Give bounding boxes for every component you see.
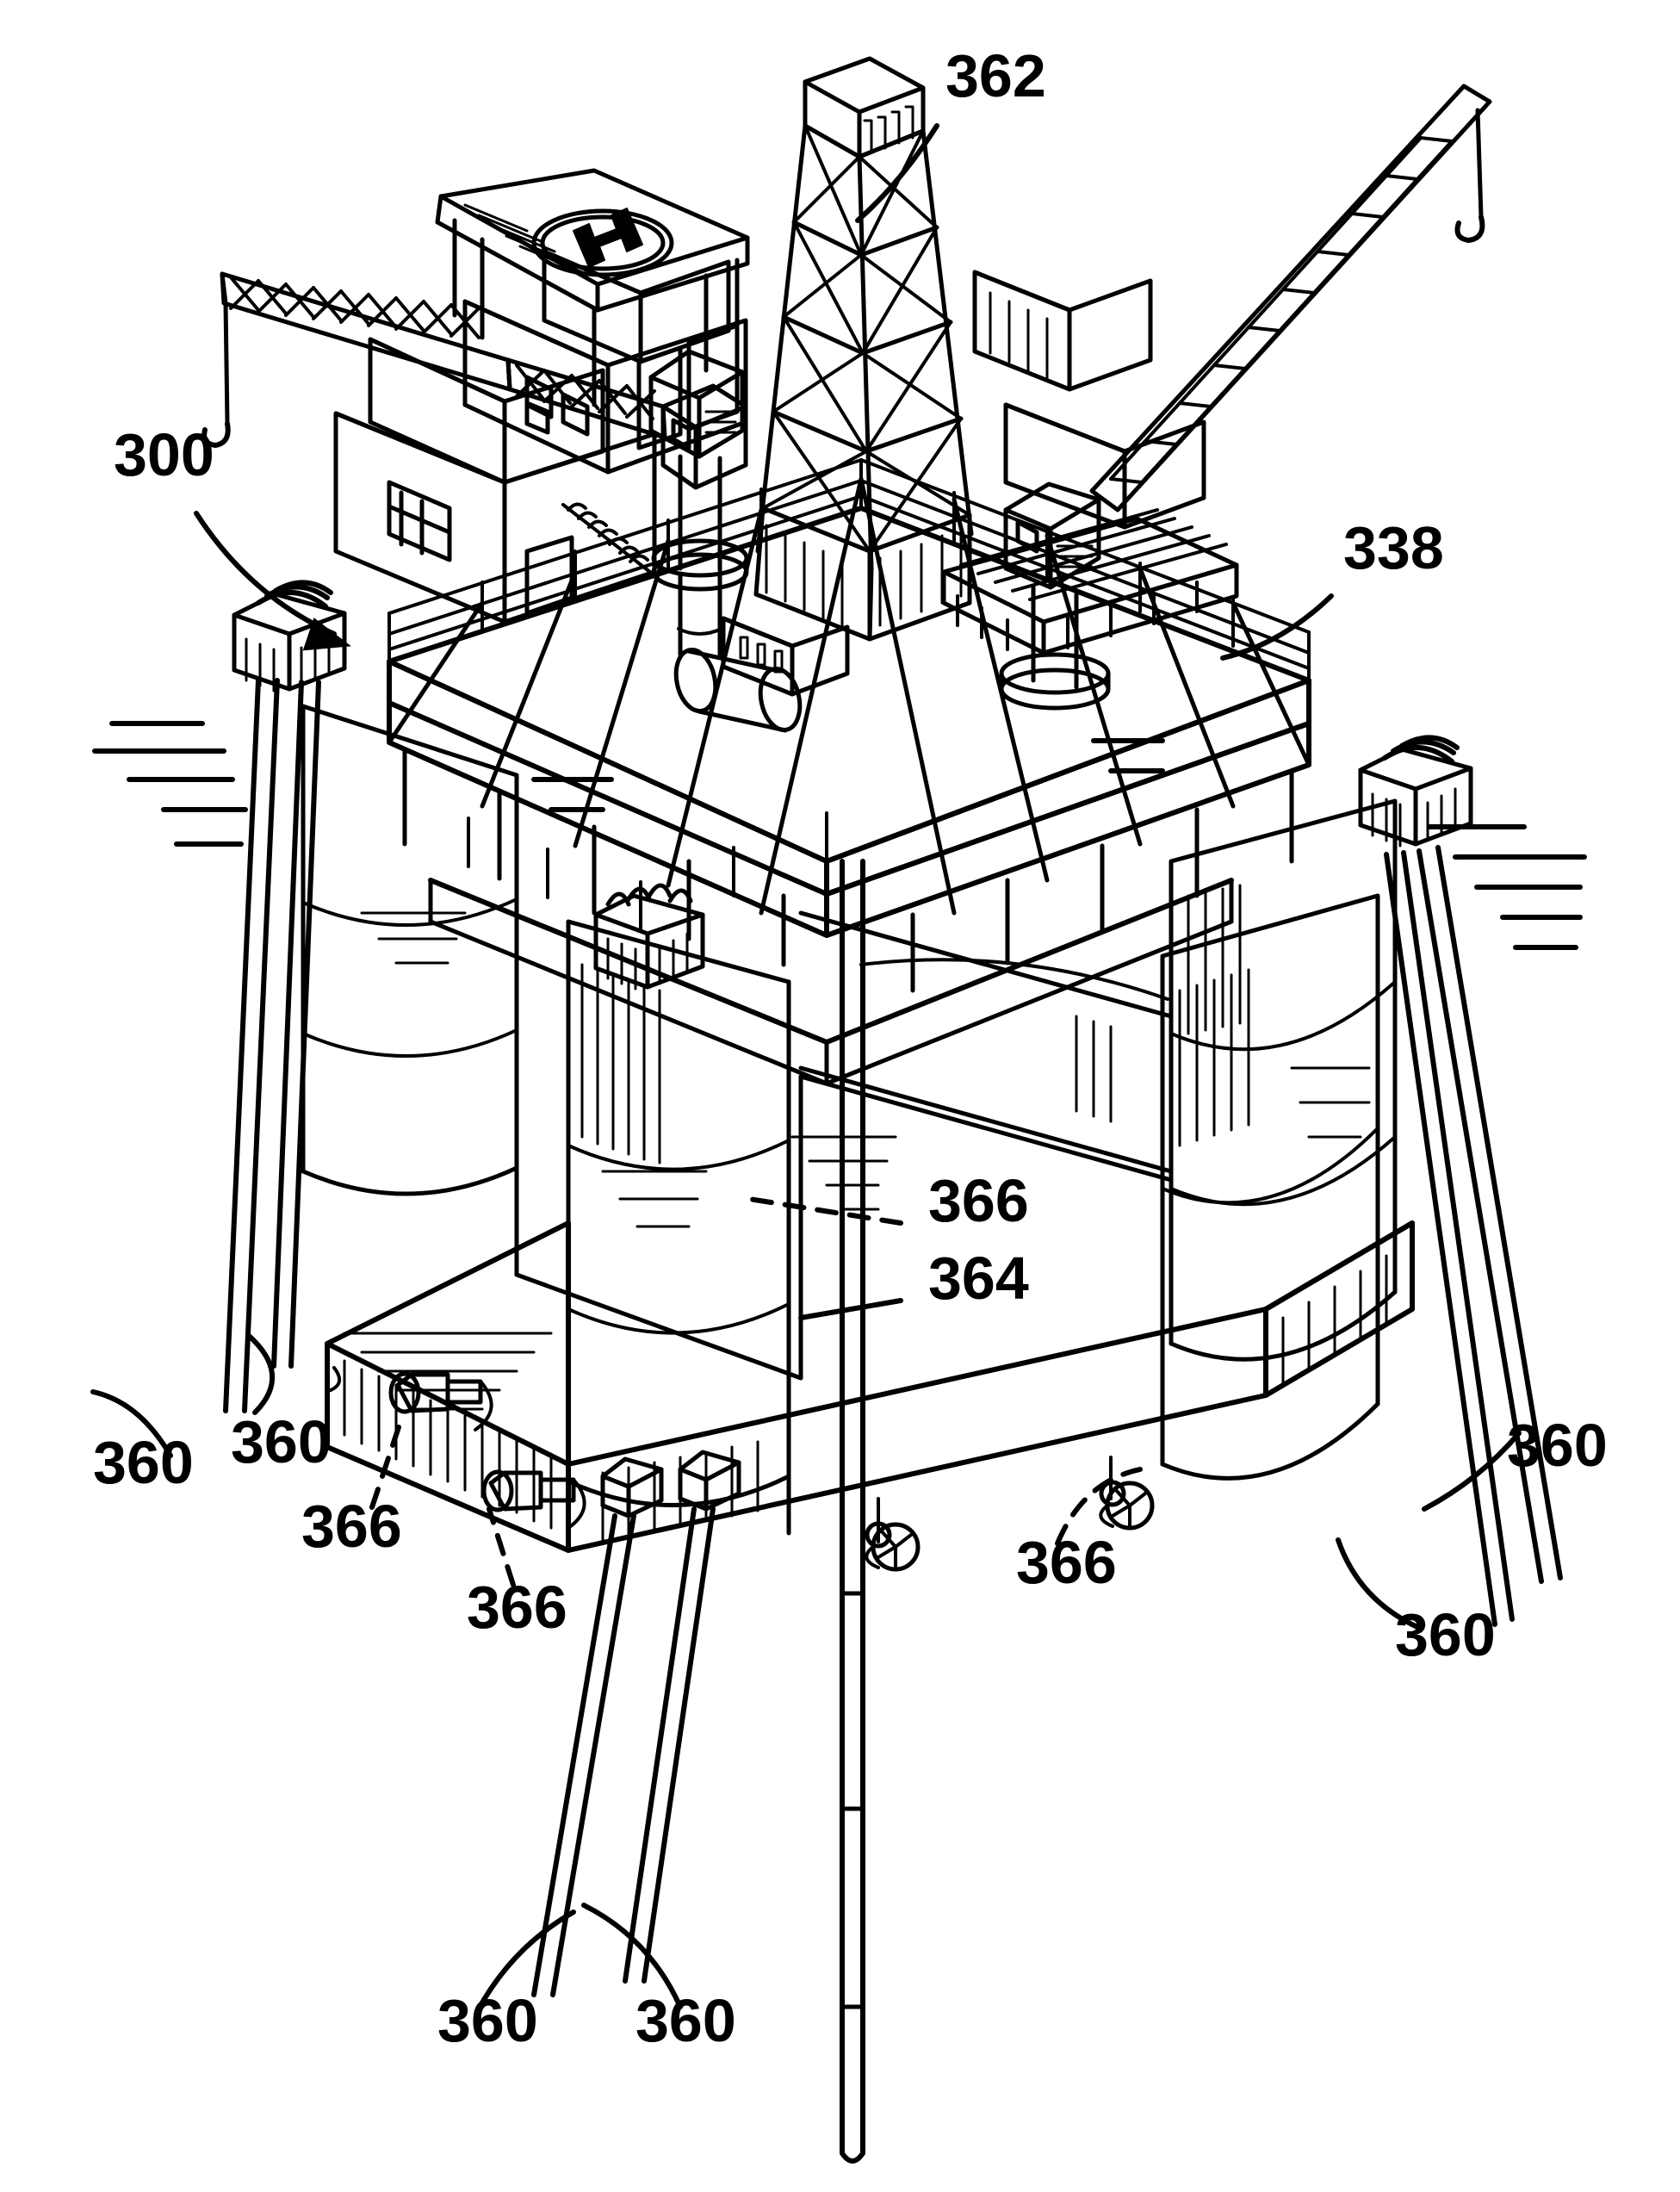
thruster-b (481, 1469, 586, 1530)
numeral-360-d: 360 (1395, 1601, 1496, 1668)
leader-366b (369, 1412, 406, 1510)
mooring-line-bottom-b (623, 1506, 716, 1984)
crane-left-hoist-line (223, 301, 230, 426)
leader-360c (1422, 1431, 1522, 1512)
leader-364 (798, 1298, 903, 1320)
numeral-366-c: 366 (467, 1574, 567, 1641)
numeral-360-e: 360 (437, 1987, 538, 2054)
mooring-line-left-b (271, 680, 321, 1369)
thruster-a (388, 1371, 493, 1431)
drilling-riser (840, 859, 865, 2164)
numeral-360-c: 360 (1507, 1412, 1608, 1479)
thruster-e (329, 1366, 341, 1392)
leader-360e (476, 1909, 576, 2011)
numeral-366-a: 366 (928, 1167, 1029, 1234)
deck-truss (387, 476, 1311, 1086)
deck-tank (673, 647, 803, 733)
leader-366a (747, 1196, 903, 1226)
leader-360d (1336, 1537, 1422, 1630)
mooring-lines (223, 678, 1563, 1997)
deck-modules (333, 249, 1206, 733)
mooring-line-left-a (223, 678, 280, 1413)
thruster-d (1099, 1456, 1155, 1531)
leader-360f (581, 1903, 683, 2009)
leader-366d (1055, 1467, 1143, 1546)
numeral-300: 300 (114, 421, 214, 488)
crane-right-hoist-line (1475, 108, 1484, 220)
fairlead-middle (593, 883, 705, 990)
numeral-360-f: 360 (635, 1987, 736, 2054)
numeral-338: 338 (1343, 514, 1444, 581)
leader-366c (487, 1506, 516, 1587)
numeral-360-a: 360 (93, 1429, 194, 1496)
reference-numeral-labels: 300 362 338 366 364 360 360 366 366 366 … (93, 42, 1608, 2054)
numeral-366-d: 366 (1016, 1529, 1117, 1596)
numeral-364: 364 (928, 1245, 1029, 1312)
numeral-366-b: 366 (301, 1493, 402, 1560)
fairlead-pontoon-pair (600, 1450, 741, 1518)
mooring-line-right-b (1384, 850, 1515, 1627)
leader-362 (855, 123, 939, 223)
pipe-rack (941, 508, 1239, 655)
fairlead-left (232, 580, 347, 692)
leader-338 (1220, 593, 1334, 661)
thrusters (329, 1366, 1155, 1572)
leader-360b (245, 1332, 276, 1415)
column-front-right (1160, 893, 1380, 1481)
crane-left-hook (201, 421, 231, 448)
leader-lines-dashed (369, 1196, 1143, 1587)
numeral-360-b: 360 (231, 1408, 332, 1475)
pontoon-hull (325, 1220, 1415, 1553)
mooring-line-right-a (1417, 845, 1563, 1584)
fairlead-right (1358, 735, 1473, 848)
waterline-hatching (92, 721, 1587, 950)
numeral-362: 362 (945, 42, 1046, 109)
leader-360a (90, 1389, 173, 1458)
spiral-stair (561, 502, 656, 577)
leader-lines (90, 123, 1522, 2011)
thruster-c (865, 1497, 921, 1572)
fairleads (232, 580, 1473, 1518)
crane-right-hook (1454, 214, 1485, 243)
leader-300-arrowhead (302, 618, 351, 651)
